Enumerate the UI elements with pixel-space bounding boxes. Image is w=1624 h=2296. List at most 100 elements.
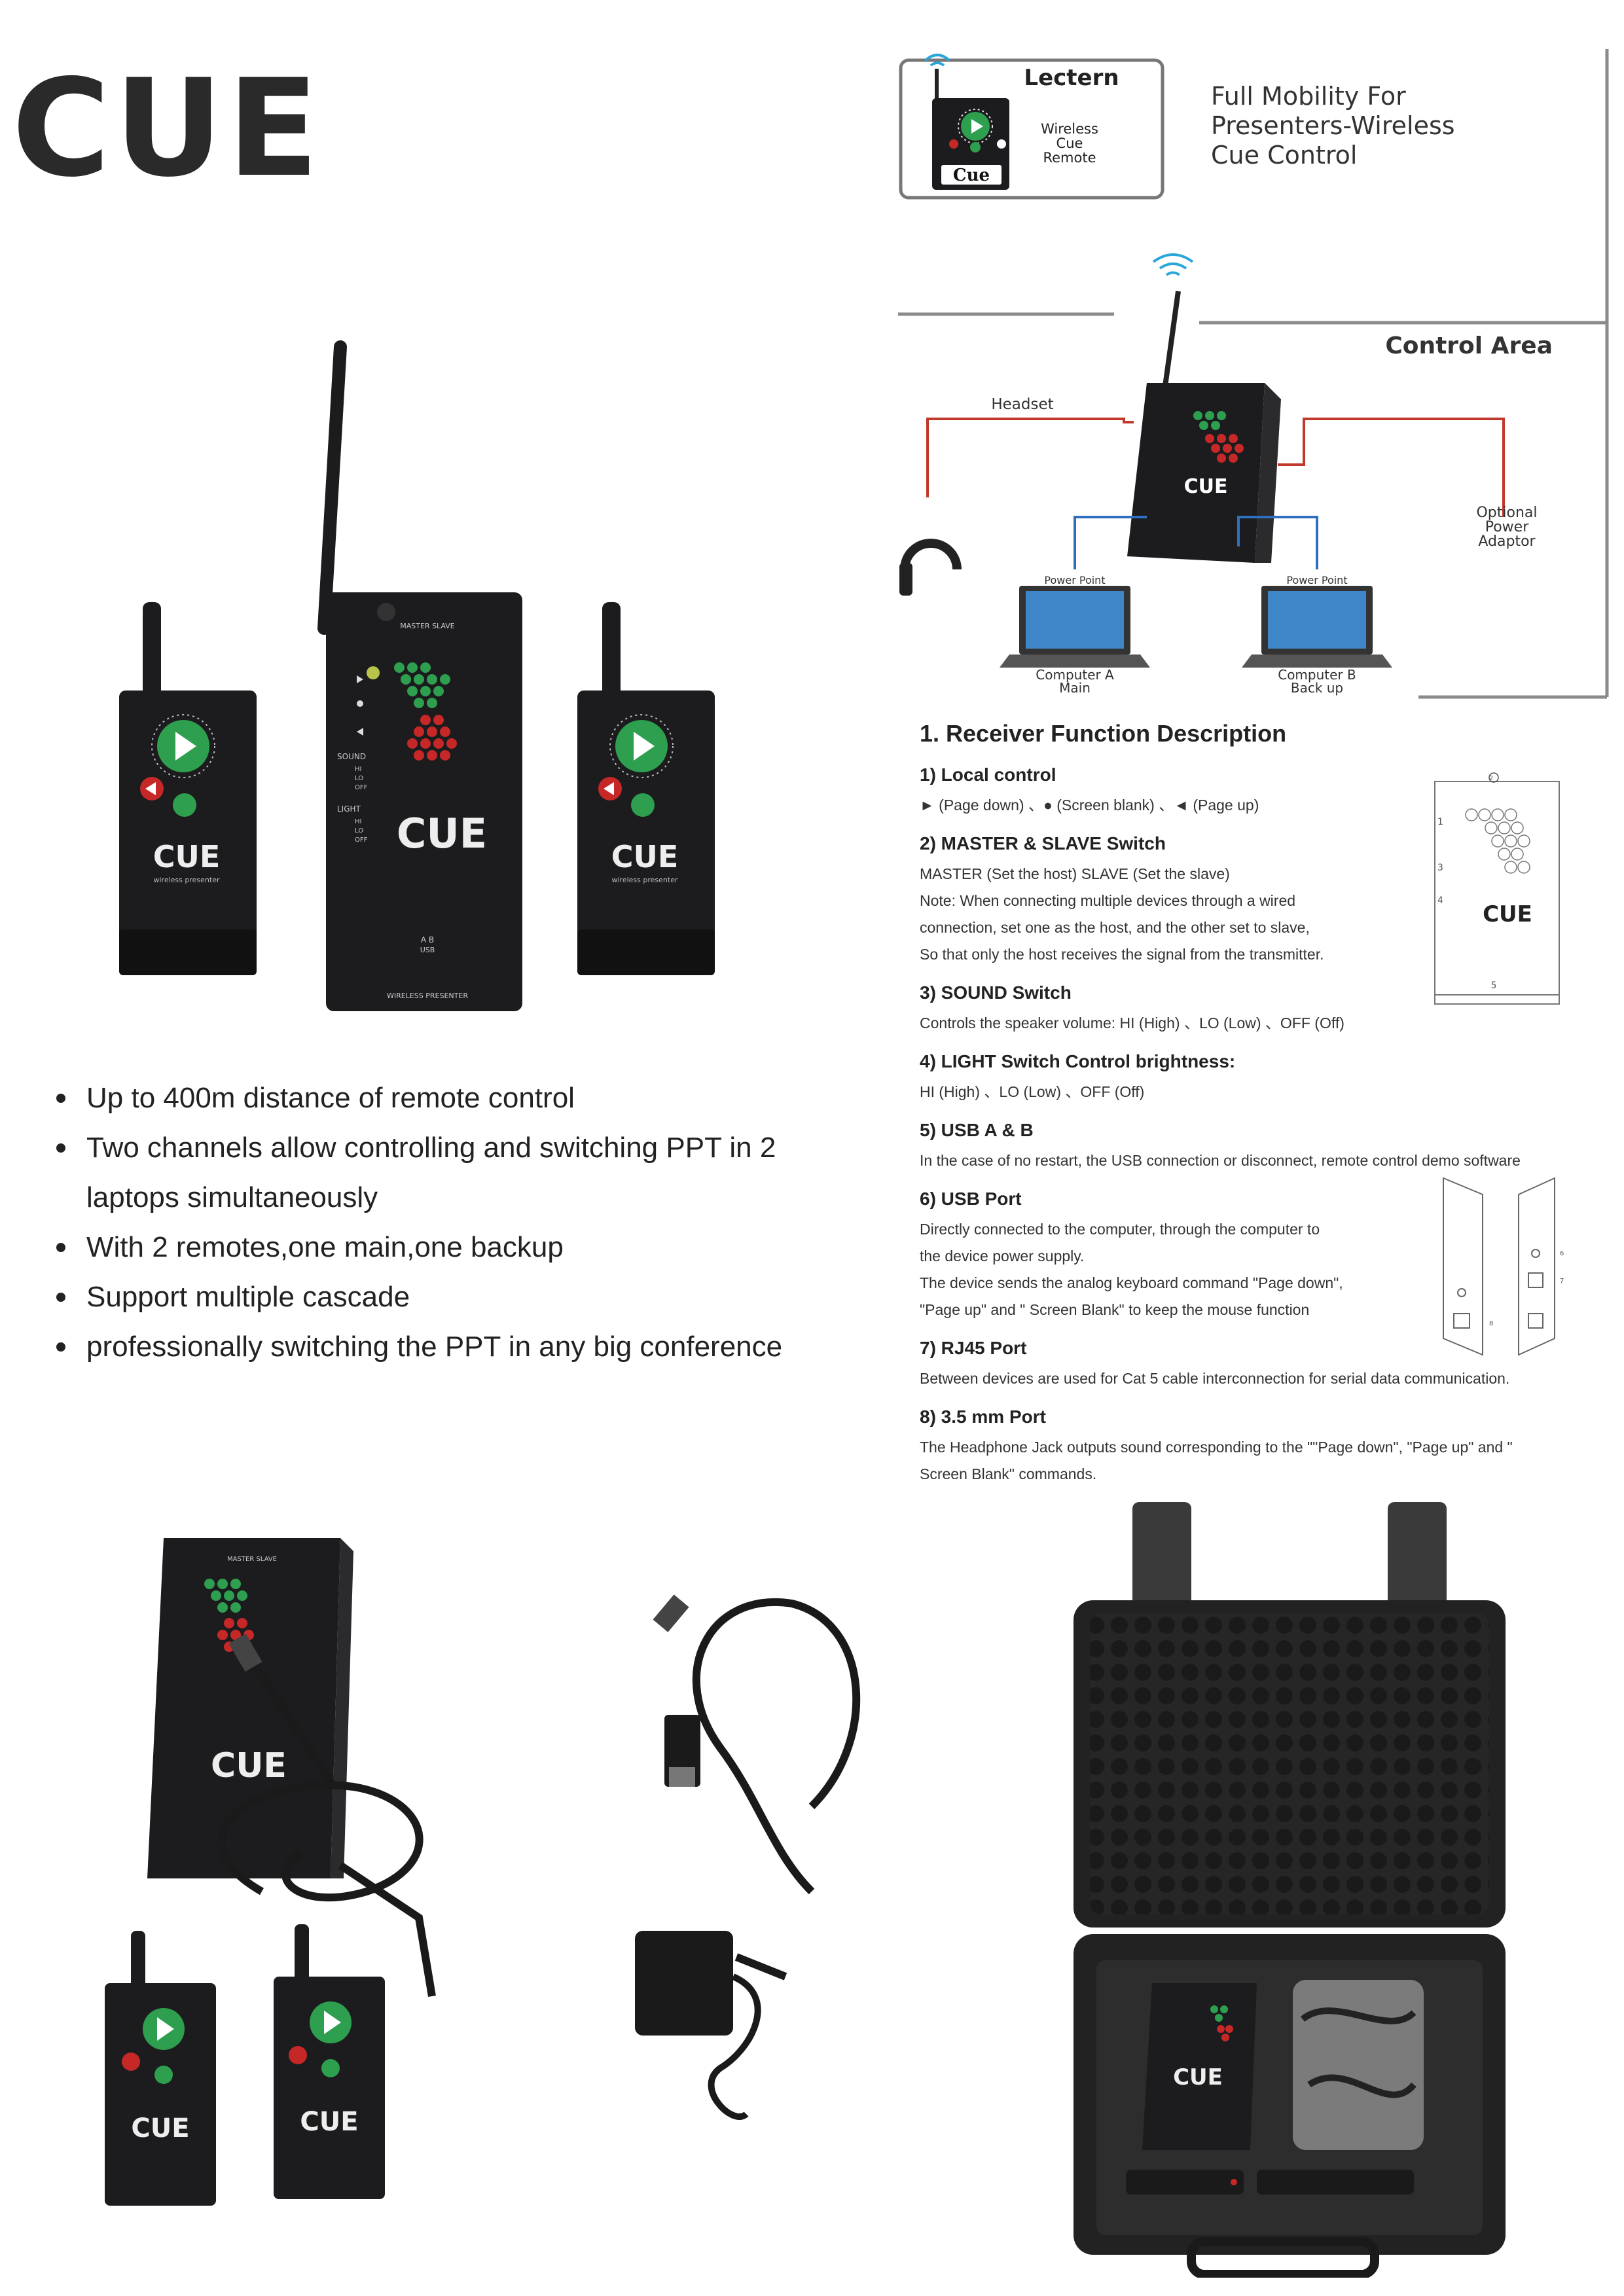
comp-a-label-2: Main: [1059, 680, 1091, 696]
desc-line: So that only the host receives the signa…: [920, 946, 1324, 963]
power-wire: [1278, 418, 1505, 517]
feature-item: Support multiple cascade: [52, 1272, 838, 1322]
comp-a-label-1: Computer A: [1036, 667, 1114, 683]
remote-right: CUE wireless presenter: [577, 602, 715, 975]
kit-contents-svg: MASTER SLAVE CUE: [105, 1538, 861, 2206]
svg-text:8: 8: [1489, 1320, 1493, 1327]
desc-section-title: 4) LIGHT Switch Control brightness:: [920, 1051, 1236, 1071]
blank-small-icon: [357, 700, 363, 707]
desc-line: The Headphone Jack outputs sound corresp…: [920, 1439, 1513, 1456]
play-icon: [157, 2017, 174, 2041]
desc-line: "Page up" and " Screen Blank" to keep th…: [920, 1301, 1310, 1318]
thumb-logo: CUE: [1483, 901, 1532, 927]
lectern-label: Lectern: [1024, 65, 1119, 91]
play-icon: [634, 732, 655, 761]
front-panel-svg: CUE 1 2 3 4 5: [1434, 772, 1560, 1005]
receiver-led-grid: [367, 662, 457, 761]
hero-product-svg: CUE wireless presenter MASTER SLAVE: [119, 340, 715, 1011]
remote-logo-text: CUE: [611, 839, 679, 874]
desc-section-title: 8) 3.5 mm Port: [920, 1407, 1046, 1427]
play-icon: [324, 2011, 341, 2034]
feature-item: With 2 remotes,one main,one backup: [52, 1223, 838, 1272]
remote-left: CUE wireless presenter: [119, 602, 257, 975]
receiver-led-grid: [1193, 411, 1244, 463]
desc-section-title: 6) USB Port: [920, 1189, 1022, 1209]
feature-item: Two channels allow controlling and switc…: [52, 1123, 838, 1223]
svg-text:2: 2: [1489, 775, 1493, 782]
svg-text:HI: HI: [355, 766, 361, 773]
case-latch-right: [1388, 1502, 1447, 1626]
remote-label-3: Remote: [1043, 150, 1096, 166]
comp-b-label-1: Computer B: [1278, 667, 1356, 683]
play-small-icon: [357, 675, 363, 683]
svg-text:wireless presenter: wireless presenter: [154, 876, 220, 884]
usb-plug-icon: [228, 1633, 262, 1672]
desc-line: Note: When connecting multiple devices t…: [920, 892, 1296, 909]
kit-contents-image: MASTER SLAVE CUE: [92, 1525, 1008, 2225]
desc-section: 6) USB Port Directly connected to the co…: [920, 1189, 1600, 1323]
laptop-b-icon: [1242, 586, 1392, 668]
desc-section: 3) SOUND Switch Controls the speaker vol…: [920, 982, 1600, 1037]
svg-text:LO: LO: [355, 827, 363, 834]
case-receiver-logo: CUE: [1173, 2064, 1223, 2090]
feature-item: professionally switching the PPT in any …: [52, 1322, 838, 1372]
usb-cable-2: [693, 1598, 861, 1895]
svg-text:USB: USB: [420, 946, 435, 954]
case-remote-2: [1257, 2170, 1414, 2195]
svg-text:4: 4: [1437, 895, 1443, 906]
front-panel-thumbnail: CUE 1 2 3 4 5: [1432, 772, 1563, 1008]
pp-b-label: Power Point: [1286, 574, 1347, 586]
power-adapter: [635, 1931, 787, 2120]
remote-logo-text: CUE: [153, 839, 221, 874]
svg-text:wireless presenter: wireless presenter: [612, 876, 678, 884]
desc-line: HI (High) 、LO (Low) 、OFF (Off): [920, 1083, 1145, 1100]
play-icon: [175, 732, 196, 761]
desc-section: 1) Local control ► (Page down) 、● (Scree…: [920, 764, 1600, 819]
svg-text:OFF: OFF: [355, 836, 368, 844]
remote-label-2: Cue: [1056, 135, 1083, 151]
svg-text:LIGHT: LIGHT: [337, 804, 361, 814]
desc-section-title: 1) Local control: [920, 764, 1056, 785]
arrow-left-icon: [145, 782, 156, 795]
headset-wire: [926, 418, 1134, 497]
power-label-3: Adaptor: [1478, 533, 1536, 550]
laptop-a-icon: [1000, 586, 1150, 668]
play-icon: [971, 119, 983, 134]
remote-label-1: Wireless: [1041, 121, 1098, 137]
desc-section-title: 7) RJ45 Port: [920, 1338, 1027, 1358]
receiver-antenna: [1163, 291, 1181, 387]
receiver-logo-text: CUE: [1184, 475, 1228, 498]
remote-antenna: [935, 69, 939, 108]
case-handle: [1187, 2237, 1379, 2279]
system-diagram: Cue Lectern Wireless Cue Remote Full Mob…: [898, 46, 1612, 700]
case-foam: [1090, 1613, 1489, 1914]
svg-text:SOUND: SOUND: [337, 752, 366, 761]
arrow-left-icon: [604, 782, 614, 795]
kit-receiver: MASTER SLAVE CUE: [147, 1538, 353, 1878]
accessory-bag: [1293, 1980, 1424, 2150]
svg-text:1: 1: [1437, 817, 1443, 827]
back-small-icon: [357, 728, 363, 736]
desc-line: Directly connected to the computer, thro…: [920, 1221, 1320, 1238]
desc-line: The device sends the analog keyboard com…: [920, 1274, 1343, 1291]
kit-receiver-logo: CUE: [211, 1746, 287, 1785]
kit-remote-1: CUE: [105, 1931, 216, 2206]
receiver-logo-text: CUE: [397, 810, 487, 857]
tagline-3: Cue Control: [1211, 141, 1357, 170]
usb-wire-a: [1074, 516, 1147, 569]
desc-section-title: 2) MASTER & SLAVE Switch: [920, 833, 1166, 853]
svg-text:3: 3: [1437, 863, 1443, 873]
desc-section: 2) MASTER & SLAVE Switch MASTER (Set the…: [920, 833, 1600, 968]
desc-section: 7) RJ45 Port Between devices are used fo…: [920, 1338, 1600, 1392]
svg-text:7: 7: [1560, 1278, 1564, 1285]
desc-section: 8) 3.5 mm Port The Headphone Jack output…: [920, 1407, 1600, 1488]
desc-section-title: 3) SOUND Switch: [920, 982, 1072, 1003]
desc-line: MASTER (Set the host) SLAVE (Set the sla…: [920, 865, 1230, 882]
description-heading: 1. Receiver Function Description: [920, 720, 1287, 747]
usb-cable-1: [217, 1653, 436, 1997]
power-label-1: Optional: [1476, 505, 1537, 521]
kit-remote-logo: CUE: [131, 2113, 189, 2144]
side-port-thumbnail: 6 7 8: [1437, 1175, 1568, 1358]
svg-text:MASTER SLAVE: MASTER SLAVE: [227, 1556, 277, 1563]
svg-text:5: 5: [1491, 980, 1497, 991]
